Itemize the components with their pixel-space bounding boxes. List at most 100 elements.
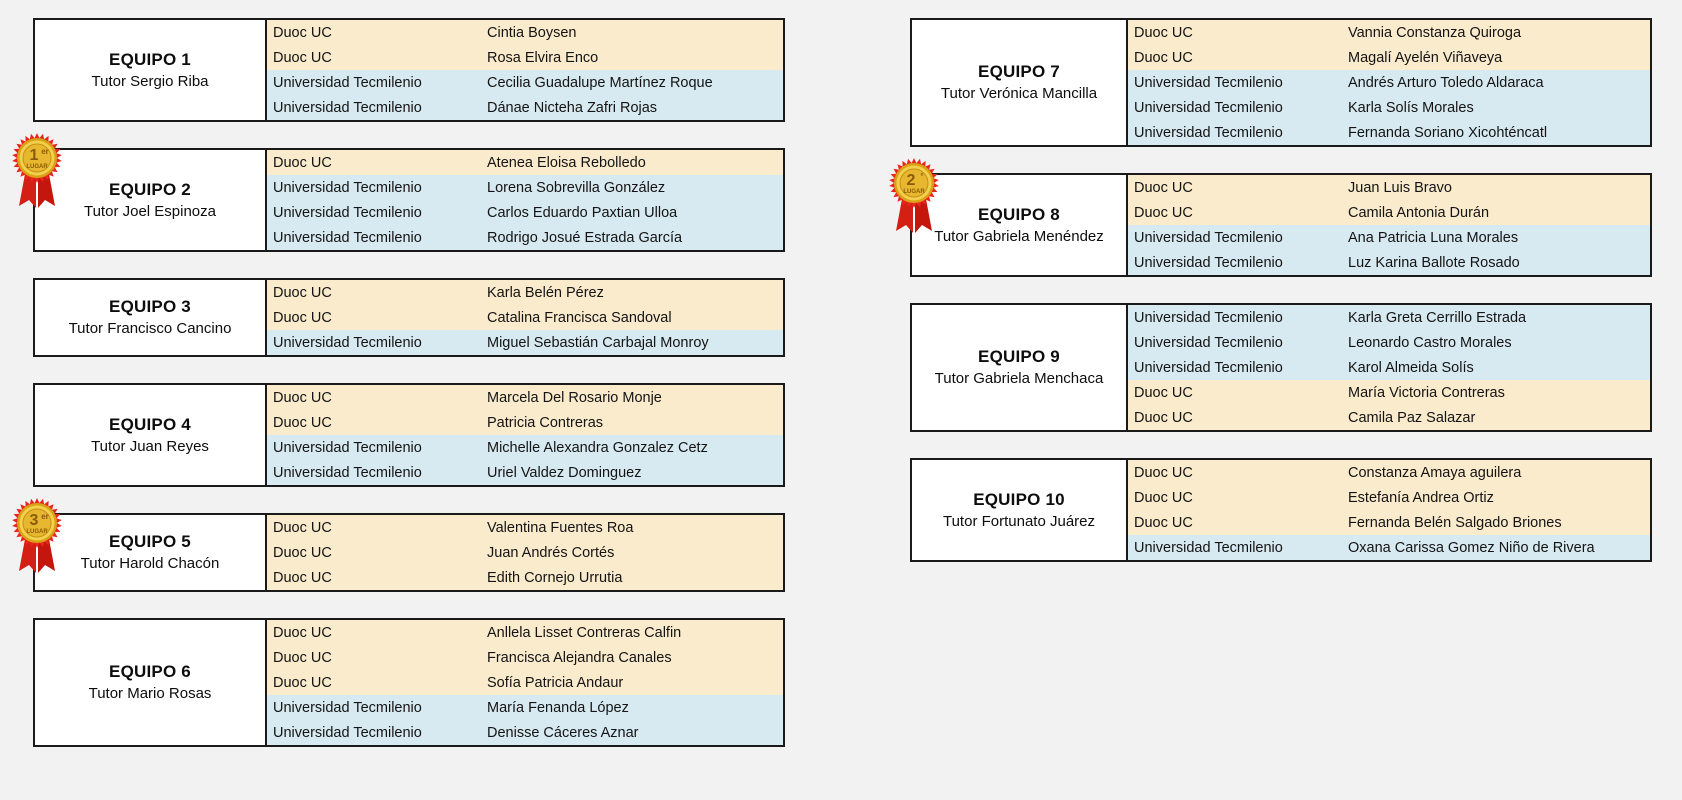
member-row: Duoc UC Vannia Constanza Quiroga <box>1128 20 1650 45</box>
member-university: Duoc UC <box>1134 514 1193 531</box>
member-name: Magalí Ayelén Viñaveya <box>1348 49 1503 66</box>
member-name: Rosa Elvira Enco <box>487 49 599 66</box>
member-row: Duoc UC Rosa Elvira Enco <box>267 45 783 70</box>
team-name: EQUIPO 4 <box>109 414 191 434</box>
member-name: Karla Greta Cerrillo Estrada <box>1348 309 1527 326</box>
member-name: Karla Belén Pérez <box>487 284 604 301</box>
team-tutor: Tutor Gabriela Menéndez <box>934 227 1104 245</box>
member-row: Duoc UC Magalí Ayelén Viñaveya <box>1128 45 1650 70</box>
member-name: Andrés Arturo Toledo Aldaraca <box>1348 74 1544 91</box>
member-name: María Victoria Contreras <box>1348 384 1505 401</box>
team-tutor: Tutor Harold Chacón <box>80 555 220 573</box>
member-name: Rodrigo Josué Estrada García <box>487 229 683 246</box>
team-tutor: Tutor Verónica Mancilla <box>940 85 1098 103</box>
member-university: Universidad Tecmilenio <box>1134 539 1283 556</box>
member-name: Lorena Sobrevilla González <box>487 179 666 196</box>
member-name: Patricia Contreras <box>487 414 604 431</box>
member-university: Universidad Tecmilenio <box>1134 99 1283 116</box>
member-university: Duoc UC <box>273 284 332 301</box>
member-university: Universidad Tecmilenio <box>1134 254 1283 271</box>
member-university: Universidad Tecmilenio <box>1134 74 1283 91</box>
member-name: Cecilia Guadalupe Martínez Roque <box>487 74 713 91</box>
team-name: EQUIPO 7 <box>978 62 1060 82</box>
member-name: Michelle Alexandra Gonzalez Cetz <box>487 439 708 456</box>
member-name: Vannia Constanza Quiroga <box>1348 24 1522 41</box>
member-university: Universidad Tecmilenio <box>1134 334 1283 351</box>
team-tutor: Tutor Juan Reyes <box>91 437 209 455</box>
member-university: Duoc UC <box>273 649 332 666</box>
member-name: Fernanda Soriano Xicohténcatl <box>1348 124 1548 141</box>
member-name: María Fenanda López <box>487 699 629 716</box>
member-university: Duoc UC <box>273 569 332 586</box>
team-tutor: Tutor Joel Espinoza <box>83 202 216 220</box>
member-row: Universidad Tecmilenio Dánae Nicteha Zafr… <box>267 95 783 120</box>
member-university: Duoc UC <box>273 389 332 406</box>
member-name: Uriel Valdez Dominguez <box>487 464 642 481</box>
member-name: Camila Antonia Durán <box>1348 204 1490 221</box>
member-name: Karla Solís Morales <box>1348 99 1474 116</box>
member-university: Duoc UC <box>1134 49 1193 66</box>
member-row: Duoc UC Karla Belén Pérez <box>267 280 783 305</box>
team-name: EQUIPO 1 <box>109 49 191 69</box>
team-name: EQUIPO 8 <box>978 204 1060 224</box>
member-name: Marcela Del Rosario Monje <box>487 389 662 406</box>
member-university: Duoc UC <box>1134 384 1193 401</box>
member-university: Duoc UC <box>1134 464 1193 481</box>
member-university: Duoc UC <box>273 624 332 641</box>
member-name: Denisse Cáceres Aznar <box>487 724 639 741</box>
member-name: Anllela Lisset Contreras Calfin <box>487 624 682 641</box>
member-university: Duoc UC <box>1134 24 1193 41</box>
team-name: EQUIPO 5 <box>109 532 191 552</box>
member-row: Duoc UC Constanza Amaya aguilera <box>1128 460 1650 485</box>
member-university: Universidad Tecmilenio <box>273 439 422 456</box>
member-name: Constanza Amaya aguilera <box>1348 464 1522 481</box>
member-name: Oxana Carissa Gomez Niño de Rivera <box>1348 539 1595 556</box>
member-name: Ana Patricia Luna Morales <box>1348 229 1519 246</box>
team-tutor: Tutor Gabriela Menchaca <box>934 370 1104 388</box>
member-university: Universidad Tecmilenio <box>273 99 422 116</box>
member-name: Dánae Nicteha Zafri Rojas <box>487 99 658 116</box>
member-name: Miguel Sebastián Carbajal Monroy <box>487 334 709 351</box>
member-university: Duoc UC <box>1134 409 1193 426</box>
team-info: EQUIPO 4 Tutor Juan Reyes <box>35 385 267 485</box>
member-university: Duoc UC <box>273 49 332 66</box>
member-row: Universidad Tecmilenio Michelle Alexandra… <box>267 435 783 460</box>
member-row: Duoc UC María Victoria Contreras <box>1128 380 1650 405</box>
member-university: Duoc UC <box>273 309 332 326</box>
member-name: Leonardo Castro Morales <box>1348 334 1512 351</box>
member-university: Duoc UC <box>273 519 332 536</box>
